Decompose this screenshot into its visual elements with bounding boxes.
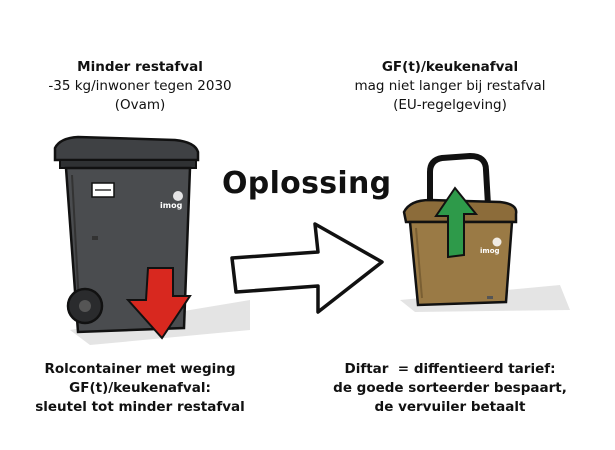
top-right-line2: (EU-regelgeving) [393, 97, 507, 113]
bottom-left-line2: GF(t)/keukenafval: [69, 380, 211, 396]
grey-bin-logo: imog [160, 201, 183, 210]
red-down-arrow-icon [125, 267, 192, 340]
bottom-left-line3: sleutel tot minder restafval [35, 399, 245, 415]
bottom-right-line2: de goede sorteerder bespaart, [333, 380, 567, 396]
bottom-right-caption: Diftar = diffentieerd tarief: de goede s… [320, 360, 580, 417]
bottom-left-line1: Rolcontainer met weging [44, 361, 236, 377]
bottom-right-line3: de vervuiler betaalt [374, 399, 526, 415]
top-left-title: Minder restafval [77, 59, 203, 75]
top-right-caption: GF(t)/keukenafval mag niet langer bij re… [330, 58, 570, 115]
center-heading: Oplossing [222, 166, 392, 201]
top-left-line1: -35 kg/inwoner tegen 2030 [48, 78, 232, 94]
top-left-caption: Minder restafval -35 kg/inwoner tegen 20… [20, 58, 260, 115]
green-up-arrow-icon [434, 186, 479, 259]
white-right-arrow-icon [230, 222, 384, 314]
caddy-logo: imog [480, 247, 500, 255]
bottom-right-line1: Diftar = diffentieerd tarief: [344, 361, 556, 377]
top-right-line1: mag niet langer bij restafval [354, 78, 546, 94]
bottom-left-caption: Rolcontainer met weging GF(t)/keukenafva… [20, 360, 260, 417]
top-left-line2: (Ovam) [114, 97, 166, 113]
top-right-title: GF(t)/keukenafval [381, 59, 519, 75]
